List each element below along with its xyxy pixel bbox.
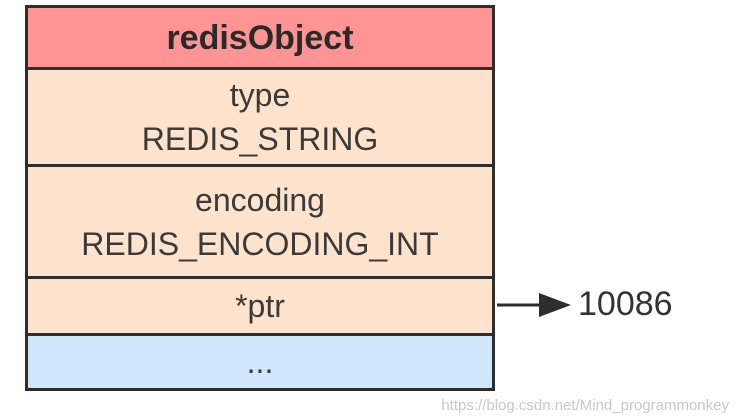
type-field-value: REDIS_STRING	[141, 121, 379, 157]
ptr-field: *ptr	[28, 279, 492, 336]
struct-header: redisObject	[28, 8, 492, 70]
encoding-field-name: encoding	[195, 181, 325, 218]
pointer-target-value: 10086	[578, 285, 673, 323]
pointer-arrow	[497, 293, 571, 317]
type-field: type REDIS_STRING	[28, 70, 492, 167]
encoding-field: encoding REDIS_ENCODING_INT	[28, 167, 492, 279]
remaining-fields: ...	[28, 336, 492, 388]
struct-title: redisObject	[166, 18, 354, 57]
type-field-name: type	[229, 77, 291, 113]
pointer-arrowhead	[539, 293, 571, 317]
redis-object-struct: redisObject type REDIS_STRING encoding R…	[25, 5, 495, 391]
ellipsis-label: ...	[246, 344, 274, 380]
ptr-field-name: *ptr	[235, 288, 285, 324]
encoding-field-value: REDIS_ENCODING_INT	[81, 225, 439, 262]
watermark: https://blog.csdn.net/Mind_programmonkey	[441, 397, 729, 414]
